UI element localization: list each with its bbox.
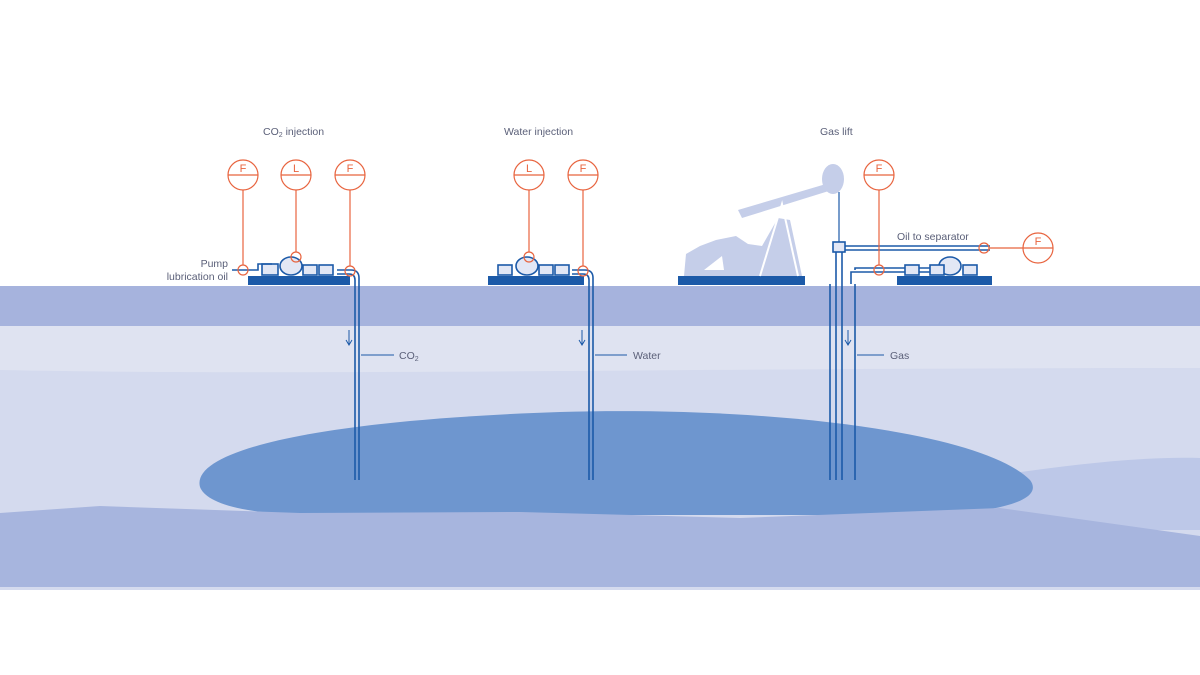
co2-skid-base	[248, 276, 350, 285]
co2-flow-main: CO	[399, 350, 415, 362]
pumpjack	[678, 164, 844, 285]
water-level-meter-tap	[523, 251, 535, 263]
water-flow-arrow	[578, 330, 586, 346]
gas-compressor-unit	[929, 264, 945, 276]
co2-pump-unit	[302, 264, 318, 276]
water-instruments	[513, 159, 599, 277]
co2-flow-arrow	[345, 330, 353, 346]
co2-title-main: CO	[263, 126, 279, 138]
water-flow-meter-tap	[577, 265, 589, 277]
gas-flow-meter-1-tap	[873, 264, 885, 276]
water-well-line	[572, 269, 594, 480]
co2-instruments	[227, 159, 366, 277]
water-pump-body	[497, 264, 513, 276]
co2-title-rest: injection	[282, 126, 325, 138]
water-well-line-inner	[572, 273, 590, 480]
pumpjack-horsehead	[822, 164, 844, 194]
ground-mid-layer	[0, 326, 1200, 376]
deep-rock-layer	[0, 506, 1200, 587]
pumpjack-crank-window	[704, 256, 724, 270]
co2-pump-motor	[279, 256, 303, 276]
ground-top-layer	[0, 286, 1200, 328]
pumpjack-samson-post	[759, 200, 799, 277]
water-flow-label: Water	[633, 350, 661, 362]
gas-flow-label: Gas	[890, 350, 910, 362]
gas-flow-arrow	[844, 330, 852, 346]
pumpjack-frame	[684, 218, 802, 276]
water-pump-unit-2	[554, 264, 570, 276]
co2-well-line-inner	[337, 273, 356, 480]
water-skid-base	[488, 276, 584, 285]
oil-reservoir	[199, 411, 1033, 515]
co2-level-meter-letter: L	[292, 163, 300, 175]
water-injection-unit	[488, 256, 627, 480]
co2-pump-body	[261, 263, 279, 276]
pump-label-line-1: Pump	[200, 258, 228, 270]
co2-flow-label: CO2	[399, 350, 419, 366]
gas-wellhead	[832, 241, 846, 253]
gas-instruments	[863, 159, 1054, 276]
co2-injection-title: CO2 injection	[263, 126, 324, 142]
water-pump-motor	[515, 256, 539, 276]
gas-injection-line-inner	[850, 271, 930, 284]
gas-flow-meter-1-letter: F	[875, 163, 883, 175]
water-pump-unit	[538, 264, 554, 276]
water-injection-title: Water injection	[504, 126, 574, 138]
co2-level-meter-tap	[290, 251, 302, 263]
pump-label-line-2: lubrication oil	[166, 271, 228, 283]
gas-skid-base	[897, 276, 992, 285]
co2-flow-meter-2-letter: F	[346, 163, 354, 175]
co2-title-sub: 2	[278, 132, 283, 139]
co2-flow-meter-1-letter: F	[239, 163, 247, 175]
water-level-meter-letter: L	[525, 163, 533, 175]
co2-well-line	[337, 269, 360, 480]
water-flow-meter-letter: F	[579, 163, 587, 175]
gas-compressor-body	[904, 264, 920, 276]
co2-pump-unit-2	[318, 264, 334, 276]
gas-flow-meter-2-tap	[978, 242, 990, 254]
gas-lift-title: Gas lift	[820, 126, 853, 138]
oil-to-separator-label: Oil to separator	[897, 231, 969, 243]
gas-compressor-unit-2	[962, 264, 978, 276]
co2-pump-line	[232, 263, 272, 271]
pumpjack-walking-beam	[738, 184, 832, 218]
pumpjack-base	[678, 276, 805, 285]
gas-flow-meter-2-letter: F	[1034, 236, 1042, 248]
co2-flow-meter-2-tap	[344, 265, 356, 277]
gas-lift-unit	[829, 241, 992, 480]
co2-flow-sub: 2	[414, 356, 419, 363]
co2-flow-meter-1-tap	[237, 264, 249, 276]
